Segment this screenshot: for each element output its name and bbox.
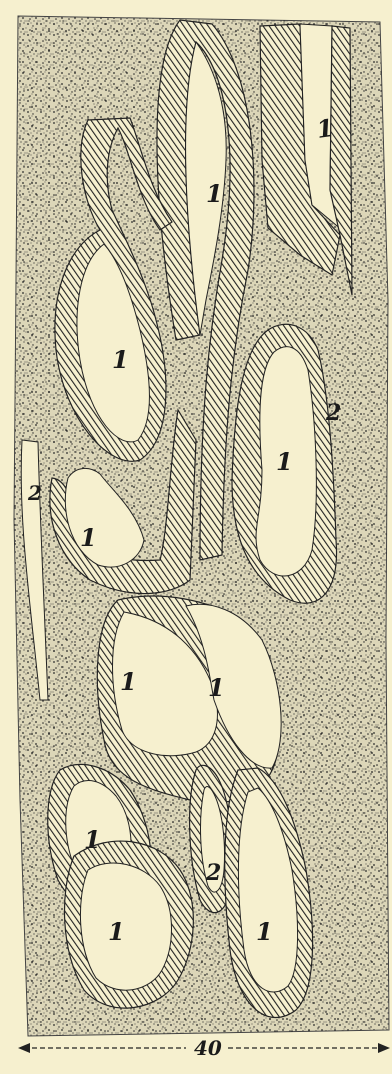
label-lower-right-1: 1: [256, 917, 273, 946]
label-upper-left-1: 1: [112, 345, 129, 374]
label-right-middle-2: 2: [325, 400, 341, 426]
label-lower-center-2: 2: [205, 860, 221, 886]
label-right-middle-1: 1: [276, 447, 293, 476]
label-lower-left-1a: 1: [84, 825, 101, 854]
lower-left-band-lower: [65, 841, 194, 1008]
label-left-middle-1: 1: [80, 523, 97, 552]
label-left-small-2: 2: [27, 481, 42, 505]
label-center-1a: 1: [120, 667, 137, 696]
scale-label: 40: [194, 1036, 222, 1060]
label-top-center-1: 1: [206, 179, 223, 208]
label-center-1b: 1: [208, 673, 225, 702]
label-lower-left-1b: 1: [108, 917, 125, 946]
